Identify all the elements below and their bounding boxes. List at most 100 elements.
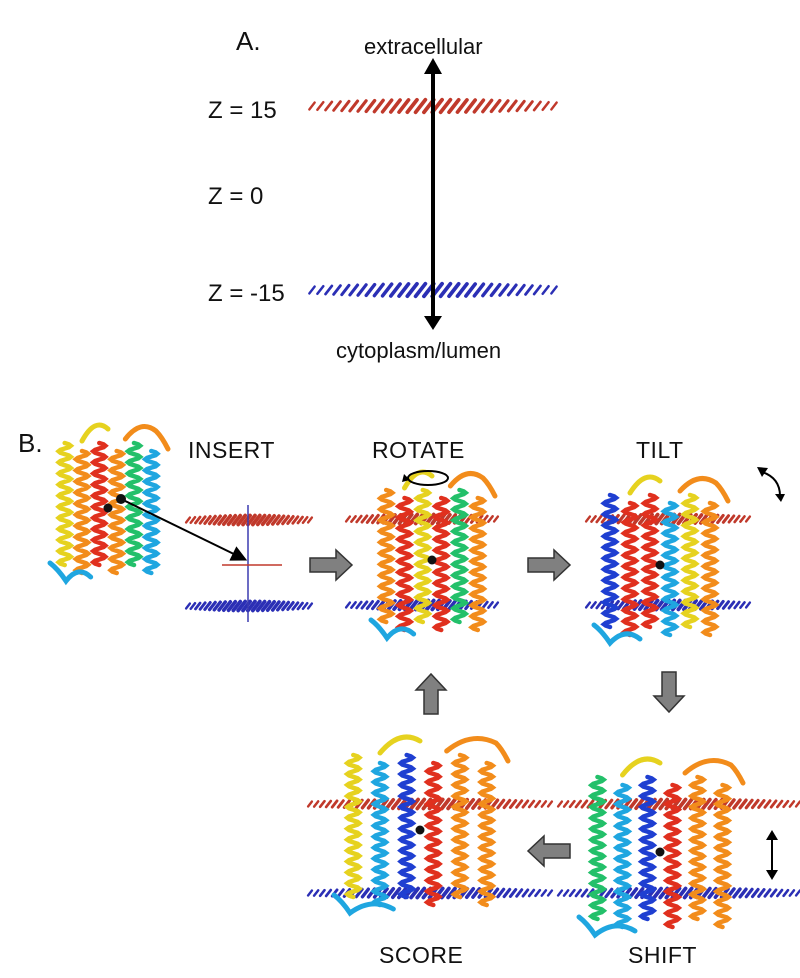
center-dot: [103, 503, 113, 513]
membrane-dash: [246, 599, 257, 613]
membrane-dash: [738, 798, 748, 810]
membrane-dash: [217, 514, 228, 526]
membrane-dash: [750, 798, 760, 810]
membrane-dash: [198, 515, 207, 525]
membrane-dash: [502, 887, 512, 899]
membrane-dash: [340, 99, 351, 113]
membrane-dash: [260, 513, 272, 527]
helix: [72, 448, 92, 576]
membrane-dash: [750, 887, 760, 899]
membrane-dash: [332, 100, 342, 112]
membrane-dash: [634, 797, 645, 811]
membrane-dash: [438, 281, 453, 299]
helix: [124, 440, 144, 568]
membrane-dash: [654, 512, 666, 526]
membrane-dash: [556, 800, 564, 808]
membrane-dash: [372, 98, 385, 114]
membrane-dash: [782, 799, 790, 809]
membrane-dash: [590, 601, 597, 609]
membrane-dash: [769, 799, 778, 809]
membrane-dash: [496, 798, 506, 810]
flow-arrow-tilt-to-shift: [652, 671, 686, 714]
membrane-dash: [360, 887, 371, 899]
membrane-dash: [546, 800, 554, 808]
membrane-dash: [550, 285, 558, 295]
insert-pointer-arrow: [120, 498, 248, 561]
membrane-dash: [324, 100, 334, 112]
loop: [677, 476, 731, 504]
membrane-dash: [782, 888, 790, 898]
membrane-dash: [348, 99, 360, 113]
membrane-dash: [194, 515, 202, 525]
membrane-dash: [584, 515, 592, 523]
membrane-dash: [455, 98, 469, 114]
membrane-dash: [336, 888, 345, 898]
membrane-dash: [595, 514, 603, 524]
membrane-dash: [221, 600, 233, 612]
membrane-dash: [532, 284, 542, 296]
membrane-dash: [769, 888, 778, 898]
helix: [612, 782, 633, 930]
membrane-dash: [405, 281, 419, 299]
membrane-dash: [744, 887, 754, 899]
membrane-dash: [733, 514, 741, 524]
helix: [423, 760, 443, 908]
membrane-dash: [312, 889, 320, 897]
helix: [600, 492, 620, 630]
membrane-dash: [306, 889, 314, 897]
flow-arrow-score-to-rotate: [414, 672, 448, 715]
helix: [397, 752, 417, 900]
membrane-dash: [744, 515, 752, 523]
step-tilt-label: TILT: [636, 437, 684, 463]
membrane-dash: [472, 98, 486, 114]
loop: [79, 422, 111, 444]
membrane-dash: [496, 887, 506, 899]
membrane-dash: [286, 515, 295, 525]
membrane-dash: [568, 888, 576, 898]
membrane-dash: [324, 799, 333, 809]
membrane-dash: [489, 798, 500, 810]
helix: [450, 752, 470, 900]
membrane-dash: [682, 886, 694, 900]
membrane-dash: [336, 799, 345, 809]
membrane-dash: [415, 886, 427, 900]
helix: [449, 487, 470, 625]
loop: [682, 758, 746, 786]
membrane-dash: [236, 513, 248, 527]
membrane-dash: [492, 601, 500, 609]
center-dot: [415, 825, 425, 835]
membrane-dash: [296, 515, 304, 525]
membrane-dash: [471, 798, 482, 810]
membrane-dash: [447, 599, 458, 611]
membrane-dash: [508, 799, 518, 809]
helix: [413, 487, 433, 625]
membrane-dash: [270, 514, 281, 526]
membrane-dash: [534, 799, 542, 809]
loop: [402, 469, 435, 491]
step-rotate-label: ROTATE: [372, 437, 465, 463]
membrane-dash: [455, 282, 469, 298]
flow-arrow-shift-to-score: [526, 834, 571, 868]
membrane-dash: [498, 283, 510, 297]
membrane-dash: [788, 889, 796, 897]
membrane-dash: [471, 887, 482, 899]
membrane-plane-top: [306, 797, 554, 811]
membrane-dash: [546, 889, 554, 897]
membrane-dash: [226, 599, 238, 613]
membrane-dash: [763, 799, 772, 809]
membrane-dash: [424, 512, 436, 526]
membrane-dash: [340, 283, 351, 297]
membrane-dash: [733, 600, 741, 610]
helix: [587, 774, 608, 922]
membrane-dash: [527, 799, 536, 809]
membrane-dash: [487, 601, 494, 609]
membrane-dash: [515, 888, 524, 898]
membrane-dash: [388, 282, 402, 298]
membrane-dash: [226, 513, 238, 527]
membrane-dash: [574, 888, 582, 898]
membrane-dash: [332, 284, 342, 296]
membrane-dash: [301, 516, 309, 524]
helix: [394, 495, 415, 633]
membrane-dash: [446, 797, 457, 811]
membrane-dash: [296, 601, 304, 611]
